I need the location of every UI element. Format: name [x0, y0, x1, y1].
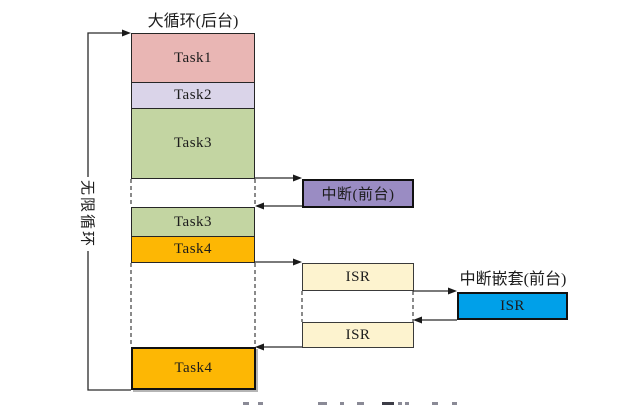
nested-isr-box: ISR — [457, 292, 568, 320]
isr-box-resumed: ISR — [302, 322, 414, 348]
isr-box-first: ISR — [302, 263, 414, 291]
arrowhead-return-isr — [255, 343, 264, 351]
interrupt-foreground-box: 中断(前台) — [302, 179, 414, 208]
task-box-task1: Task1 — [131, 33, 255, 83]
task-box-task4-resumed: Task4 — [131, 347, 256, 390]
background-loop-title: 大循环(后台) — [147, 13, 239, 30]
task-box-task3-first: Task3 — [131, 108, 255, 179]
arrowhead-return-nested-isr — [413, 316, 422, 324]
task-box-task4-first: Task4 — [131, 236, 255, 263]
infinite-loop-label: 无限循环 — [77, 176, 99, 252]
task-box-task2: Task2 — [131, 82, 255, 109]
arrowhead-call-isr — [293, 258, 302, 266]
task-box-task3-resumed: Task3 — [131, 207, 255, 237]
nested-interrupt-title: 中断嵌套(前台) — [459, 271, 567, 288]
arrowhead-call-interrupt — [293, 174, 302, 182]
arrowhead-return-interrupt — [255, 202, 264, 210]
